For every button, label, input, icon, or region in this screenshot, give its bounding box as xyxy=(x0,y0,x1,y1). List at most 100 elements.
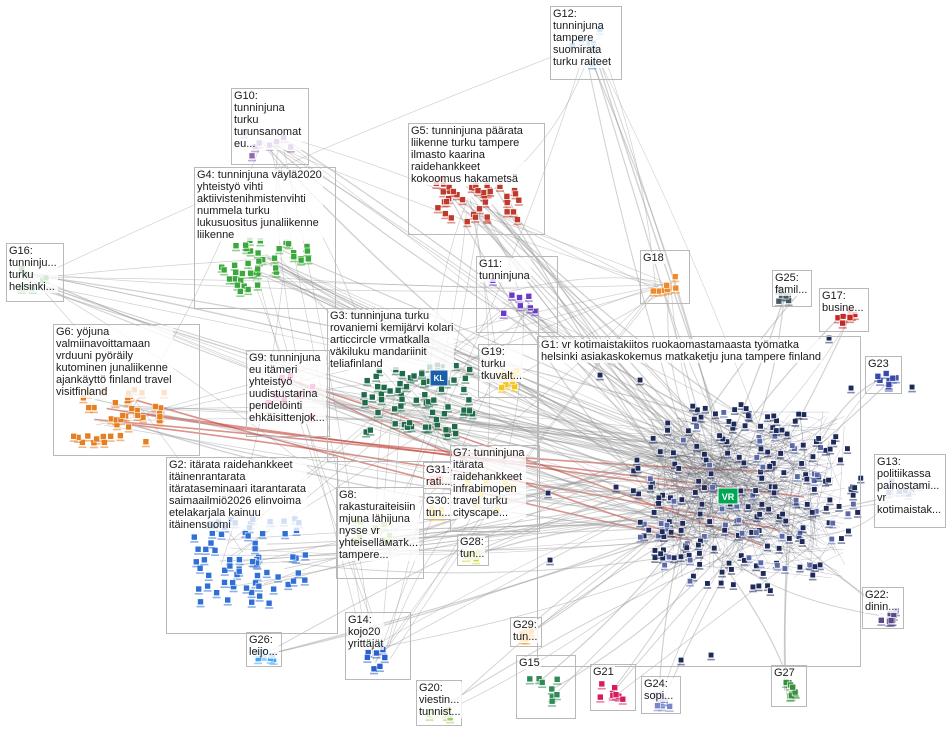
node-label-stub xyxy=(480,199,489,202)
node xyxy=(294,569,302,577)
group-label-line: cityscape... xyxy=(453,507,509,519)
node-label-stub xyxy=(612,698,620,701)
group-label-line: tkuvalt... xyxy=(481,370,522,382)
group-label-line: leijo... xyxy=(249,646,278,658)
group-label-line: G21 xyxy=(593,666,614,678)
edge xyxy=(697,471,780,521)
edge xyxy=(784,462,836,469)
node xyxy=(546,556,554,564)
node xyxy=(612,483,620,491)
node xyxy=(152,403,159,410)
node xyxy=(670,498,678,505)
group-label-line: itäinenrantarata xyxy=(169,471,246,483)
node xyxy=(837,456,844,464)
node-label-stub xyxy=(684,434,693,437)
edge xyxy=(367,470,737,651)
node-label-stub xyxy=(269,593,278,595)
node-label-stub xyxy=(844,534,853,537)
node xyxy=(630,487,637,494)
edge xyxy=(704,455,824,574)
node-label-stub xyxy=(821,485,830,487)
node-label-stub xyxy=(629,474,638,477)
node-label-stub xyxy=(248,565,257,568)
group-label-line: helsinki asiakaskokemus matkaketju juna … xyxy=(541,351,822,363)
node-label-stub xyxy=(422,406,431,409)
node-label-stub xyxy=(507,299,516,301)
edge xyxy=(422,415,799,486)
node-label-stub xyxy=(363,661,372,663)
node-label-stub xyxy=(838,327,847,329)
node-label-stub xyxy=(271,272,280,274)
node-label-stub xyxy=(737,559,745,561)
node xyxy=(846,314,854,321)
edge xyxy=(650,470,704,554)
group-label-line: G11: xyxy=(479,258,503,270)
node xyxy=(695,541,702,549)
node-label-stub xyxy=(849,499,857,501)
group-label-line: yhteiselläматk... xyxy=(339,537,419,549)
node xyxy=(229,579,236,586)
node xyxy=(406,419,414,427)
node-label-stub xyxy=(703,587,712,589)
node-label-stub xyxy=(497,391,506,394)
node-label-stub xyxy=(888,382,897,384)
group-label-g11: G11:tunninjuna xyxy=(478,258,531,282)
node xyxy=(70,432,77,440)
node-label-stub xyxy=(386,395,395,397)
group-label-line: G13: xyxy=(877,456,901,468)
node xyxy=(789,442,796,449)
group-box-g1 xyxy=(537,336,861,667)
node xyxy=(451,423,459,430)
node-label-stub xyxy=(116,439,125,442)
node-label-stub xyxy=(516,309,525,312)
node xyxy=(720,409,727,416)
node xyxy=(634,465,642,472)
node-label-stub xyxy=(796,570,804,573)
node xyxy=(679,520,686,527)
node xyxy=(654,702,661,710)
node xyxy=(721,527,728,534)
node-label-stub xyxy=(274,581,283,583)
node-label-stub xyxy=(112,428,121,431)
node-label-stub xyxy=(719,442,727,445)
node-label-stub xyxy=(812,445,821,447)
group-label-line: valmiinavoittamaan xyxy=(56,338,151,350)
node-label-stub xyxy=(377,403,386,406)
group-box-g16 xyxy=(6,243,64,302)
node xyxy=(702,405,709,412)
node-label-stub xyxy=(633,463,641,466)
group-label-line: visitfinland xyxy=(56,386,108,398)
node-label-stub xyxy=(194,553,203,555)
node xyxy=(272,264,280,272)
group-box-g14 xyxy=(345,612,411,680)
group-label-line: tun... xyxy=(513,631,538,643)
group-label-line: G28: xyxy=(460,536,484,548)
node-label-stub xyxy=(301,559,310,561)
group-label-line: tampere... xyxy=(339,549,389,561)
node-label-stub xyxy=(670,505,678,507)
node xyxy=(695,478,702,485)
edge xyxy=(491,204,732,523)
node-label-stub xyxy=(667,536,675,538)
group-label-line: kutominen junaliikenne xyxy=(56,362,168,374)
node-label-stub xyxy=(220,574,229,576)
node-label-stub xyxy=(258,263,267,266)
node-label-stub xyxy=(437,393,446,395)
node xyxy=(753,529,760,536)
node-label-stub xyxy=(297,262,305,265)
node-label-stub xyxy=(640,539,648,542)
node-label-stub xyxy=(812,515,820,517)
group-label-line: G12: xyxy=(553,8,577,20)
edge xyxy=(791,435,801,443)
edge xyxy=(685,461,730,553)
node xyxy=(450,188,457,195)
node-label-stub xyxy=(246,255,255,257)
node-label-stub xyxy=(664,292,673,294)
node-label-stub xyxy=(468,417,477,420)
node-label-stub xyxy=(375,374,384,377)
node-label-stub xyxy=(658,499,667,501)
node-label-stub xyxy=(751,494,760,496)
group-label-g21: G21 xyxy=(592,666,615,678)
